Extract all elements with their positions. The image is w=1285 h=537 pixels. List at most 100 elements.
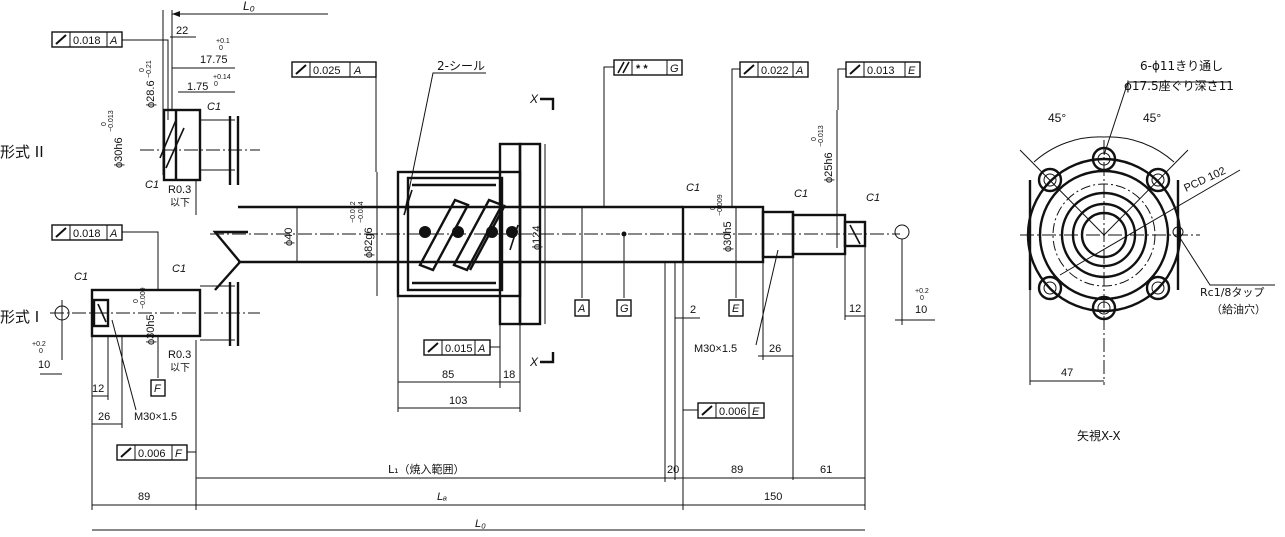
parallelism-frame: * * G xyxy=(613,59,683,76)
svg-text:ϕ28.6: ϕ28.6 xyxy=(145,80,157,108)
svg-text:45°: 45° xyxy=(1143,111,1161,125)
svg-text:0.018: 0.018 xyxy=(73,35,101,47)
svg-text:26: 26 xyxy=(769,343,781,355)
svg-text:−0.009: −0.009 xyxy=(140,287,147,309)
svg-text:+0.14: +0.14 xyxy=(213,74,231,81)
svg-text:A: A xyxy=(353,65,361,77)
lo-top-label: L₀ xyxy=(243,0,255,13)
svg-text:89: 89 xyxy=(138,491,150,503)
svg-text:M30×1.5: M30×1.5 xyxy=(134,411,177,423)
svg-text:0.006: 0.006 xyxy=(138,448,166,460)
svg-text:2-シール: 2-シール xyxy=(437,59,485,73)
overall-dimensions: L₁（焼入範囲） 20 89 61 89 Lₐ 150 L₀ xyxy=(92,262,865,531)
svg-text:C1: C1 xyxy=(207,101,221,113)
svg-text:0.025: 0.025 xyxy=(313,65,341,77)
svg-text:−0.013: −0.013 xyxy=(108,110,115,132)
svg-text:0: 0 xyxy=(133,299,140,303)
svg-text:0: 0 xyxy=(139,68,146,72)
journal-runout-frame-2: 0.013 E xyxy=(845,61,921,78)
svg-text:−0.009: −0.009 xyxy=(717,194,724,216)
screw-shaft: ϕ40 ϕ82g6 −0.012 −0.034 xyxy=(210,172,900,296)
flange-runout-frame: 0.025 A xyxy=(291,61,377,78)
svg-text:61: 61 xyxy=(820,464,832,476)
svg-text:以下: 以下 xyxy=(170,363,190,374)
svg-text:ϕ40: ϕ40 xyxy=(283,228,295,246)
svg-text:12: 12 xyxy=(92,383,104,395)
type2-label: 形式 II xyxy=(0,143,44,161)
svg-text:−0.012: −0.012 xyxy=(350,201,357,223)
type1-shoulder-runout-frame: 0.006 F xyxy=(116,444,188,461)
svg-text:−0.013: −0.013 xyxy=(818,125,825,147)
journal-runout-frame-1: 0.022 A xyxy=(739,61,809,78)
svg-text:103: 103 xyxy=(449,395,467,407)
svg-text:0.013: 0.013 xyxy=(867,65,895,77)
svg-text:L₀: L₀ xyxy=(475,518,486,530)
svg-text:ϕ124: ϕ124 xyxy=(531,225,543,250)
svg-text:ϕ30h5: ϕ30h5 xyxy=(722,221,734,252)
svg-text:C1: C1 xyxy=(172,263,186,275)
flange-end-view: 45° 45° 6-ϕ11きり通し ϕ17.5座ぐり深さ11 PCD 102 R… xyxy=(1019,59,1275,443)
svg-text:2: 2 xyxy=(690,304,696,316)
svg-text:R0.3: R0.3 xyxy=(168,349,191,361)
type1-label: 形式 I xyxy=(0,308,39,326)
svg-text:Lₐ: Lₐ xyxy=(437,491,447,503)
svg-text:ϕ30h5: ϕ30h5 xyxy=(145,314,157,345)
svg-text:6-ϕ11きり通し: 6-ϕ11きり通し xyxy=(1140,59,1223,73)
svg-text:0.006: 0.006 xyxy=(719,406,747,418)
svg-text:ϕ25h6: ϕ25h6 xyxy=(823,152,835,183)
svg-text:−0.034: −0.034 xyxy=(358,201,365,223)
svg-text:18: 18 xyxy=(503,369,515,381)
ball-nut: 2-シール 0.025 A ϕ124 X X 0.015 A xyxy=(291,59,555,412)
svg-text:E: E xyxy=(732,303,740,315)
view-caption: 矢視X-X xyxy=(1077,428,1121,443)
svg-text:+0.2: +0.2 xyxy=(915,288,929,295)
svg-text:45°: 45° xyxy=(1048,111,1066,125)
svg-text:85: 85 xyxy=(442,369,454,381)
svg-text:47: 47 xyxy=(1061,367,1073,379)
type1-end-detail: 形式 I 0.018 A C1 C1 +0.2 0 10 ϕ30h5 0 xyxy=(0,224,260,510)
svg-text:E: E xyxy=(752,406,760,418)
svg-text:X: X xyxy=(529,92,539,106)
svg-text:（給油穴）: （給油穴） xyxy=(1211,302,1266,316)
svg-text:−0.21: −0.21 xyxy=(146,60,153,78)
svg-text:G: G xyxy=(670,63,679,75)
svg-text:+0.1: +0.1 xyxy=(216,38,230,45)
svg-text:12: 12 xyxy=(849,303,861,315)
shoulder-runout-frame: 0.006 E xyxy=(697,402,765,419)
svg-text:10: 10 xyxy=(915,304,927,316)
svg-text:ϕ82g6: ϕ82g6 xyxy=(363,227,375,258)
svg-text:0: 0 xyxy=(101,122,108,126)
svg-text:A: A xyxy=(577,303,585,315)
svg-text:150: 150 xyxy=(764,491,782,503)
svg-text:A: A xyxy=(477,343,485,355)
svg-text:X: X xyxy=(529,355,539,369)
svg-text:C1: C1 xyxy=(74,271,88,283)
svg-text:1.75: 1.75 xyxy=(187,81,208,93)
type2-runout-frame: 0.018 A xyxy=(51,31,123,48)
svg-text:10: 10 xyxy=(38,359,50,371)
svg-text:E: E xyxy=(908,65,916,77)
svg-text:0.015: 0.015 xyxy=(445,343,473,355)
svg-text:F: F xyxy=(154,383,162,395)
svg-text:0.018: 0.018 xyxy=(73,228,101,240)
svg-text:22: 22 xyxy=(176,25,188,37)
svg-text:ϕ17.5座ぐり深さ11: ϕ17.5座ぐり深さ11 xyxy=(1124,78,1234,93)
type1-runout-frame: 0.018 A xyxy=(51,224,123,241)
svg-text:17.75: 17.75 xyxy=(200,54,228,66)
svg-text:0: 0 xyxy=(710,206,717,210)
svg-text:R0.3: R0.3 xyxy=(168,184,191,196)
svg-text:F: F xyxy=(175,448,183,460)
svg-text:以下: 以下 xyxy=(170,198,190,209)
svg-text:C1: C1 xyxy=(866,192,880,204)
svg-text:26: 26 xyxy=(98,411,110,423)
svg-text:M30×1.5: M30×1.5 xyxy=(694,343,737,355)
nut-face-runout-frame: 0.015 A xyxy=(423,339,491,356)
svg-text:A: A xyxy=(109,35,117,47)
type2-end-detail: 形式 II 0.018 A 22 17.75 +0.1 0 1.75 +0.14… xyxy=(0,10,260,215)
svg-text:20: 20 xyxy=(667,464,679,476)
svg-text:0: 0 xyxy=(920,295,924,302)
svg-text:0: 0 xyxy=(811,137,818,141)
svg-text:0: 0 xyxy=(214,81,218,88)
right-journal: C1 C1 C1 +0.2 0 10 ϕ30h5 0 −0.009 E ϕ25h… xyxy=(674,61,935,510)
